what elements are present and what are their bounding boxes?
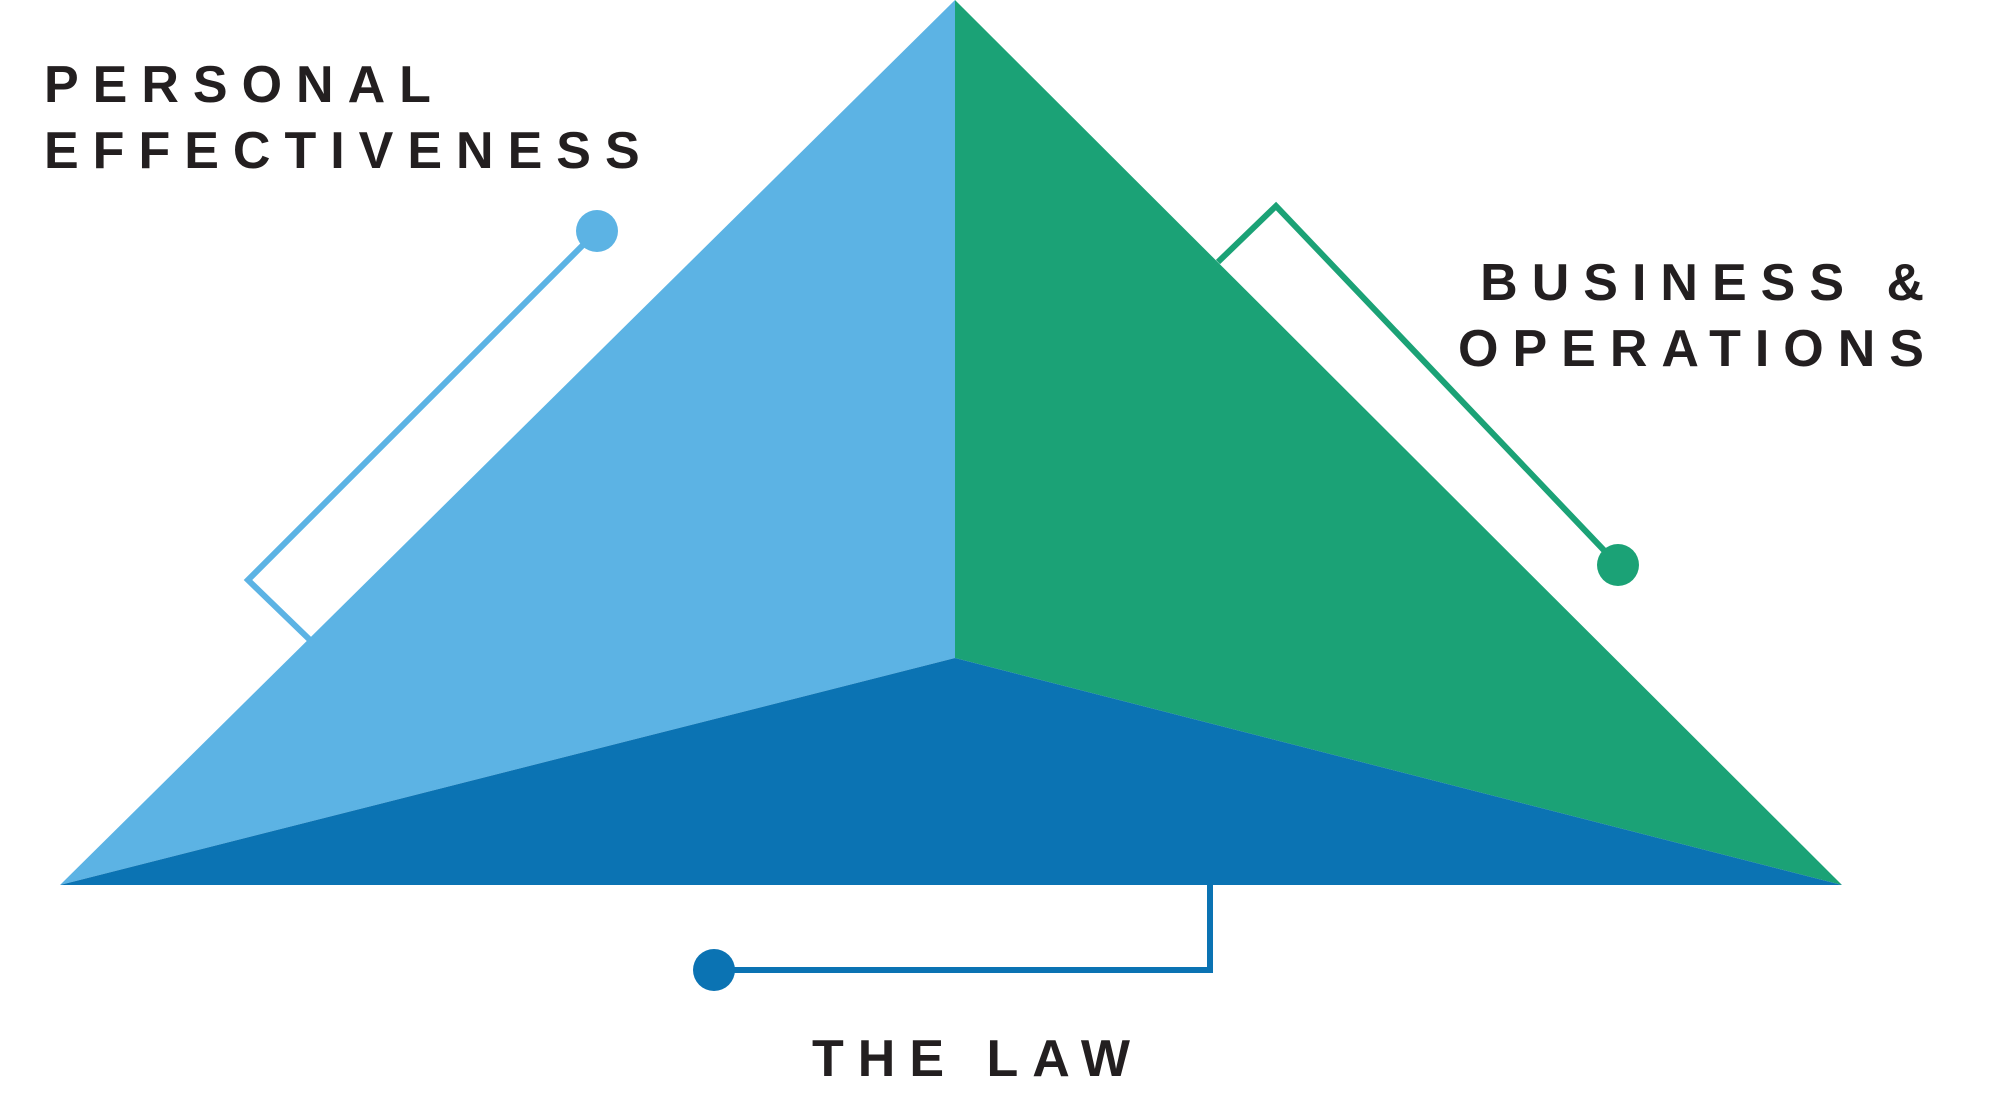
business-operations-label: BUSINESS & OPERATIONS bbox=[1458, 250, 1938, 382]
business-operations-dot bbox=[1597, 544, 1639, 586]
business-operations-label-line-2: OPERATIONS bbox=[1458, 320, 1938, 378]
personal-effectiveness-label: PERSONAL EFFECTIVENESS bbox=[44, 52, 654, 184]
business-operations-connector bbox=[1215, 201, 1621, 568]
the-law-face bbox=[60, 658, 1842, 885]
personal-effectiveness-face bbox=[60, 0, 955, 885]
the-law-label-line-1: THE LAW bbox=[812, 1030, 1144, 1088]
the-law-connector bbox=[714, 885, 1213, 973]
the-law-label: THE LAW bbox=[812, 1026, 1144, 1092]
business-operations-face bbox=[955, 0, 1842, 885]
personal-effectiveness-dot bbox=[576, 210, 618, 252]
personal-effectiveness-label-line-2: EFFECTIVENESS bbox=[44, 122, 654, 180]
personal-effectiveness-label-line-1: PERSONAL bbox=[44, 56, 445, 114]
business-operations-label-line-1: BUSINESS & bbox=[1480, 254, 1938, 312]
the-law-dot bbox=[693, 949, 735, 991]
personal-effectiveness-connector bbox=[243, 228, 600, 643]
